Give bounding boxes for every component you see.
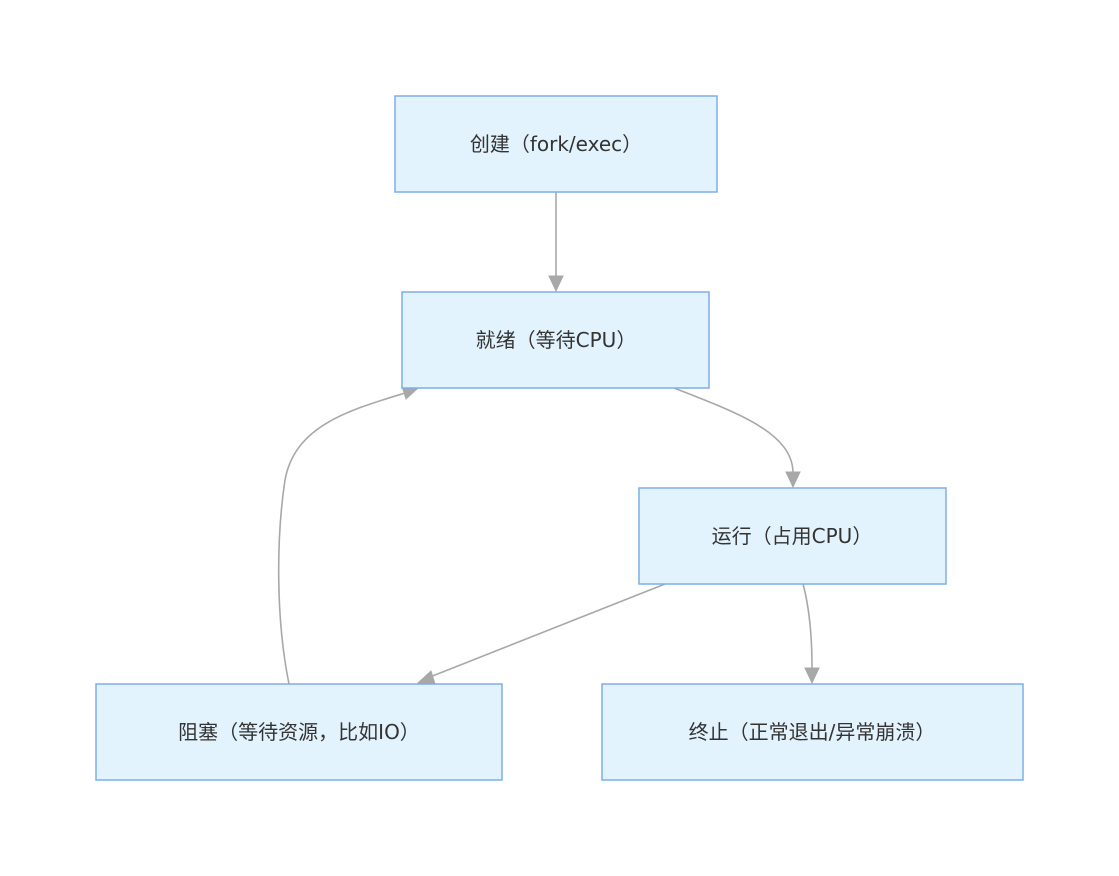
node-blocked-label: 阻塞（等待资源，比如IO） <box>178 720 420 744</box>
edge-running-to-blocked <box>429 583 666 678</box>
arrowhead-running-to-blocked <box>416 670 436 685</box>
node-terminated-box <box>601 683 1024 781</box>
node-terminated-label: 终止（正常退出/异常崩溃） <box>689 720 936 744</box>
node-blocked-box <box>95 683 503 781</box>
node-blocked: 阻塞（等待资源，比如IO） <box>95 683 503 781</box>
edge-blocked-to-ready <box>277 392 406 685</box>
node-create-box <box>394 95 718 193</box>
node-running-label: 运行（占用CPU） <box>712 524 873 548</box>
node-running: 运行（占用CPU） <box>638 487 947 585</box>
node-create: 创建（fork/exec） <box>394 95 718 193</box>
node-running-box <box>638 487 947 585</box>
node-ready-label: 就绪（等待CPU） <box>476 328 637 352</box>
node-ready-box <box>401 291 710 389</box>
edge-running-to-terminated <box>802 583 813 669</box>
node-create-label: 创建（fork/exec） <box>470 132 642 156</box>
edge-ready-to-running <box>673 387 794 473</box>
arrowhead-create-to-ready <box>548 275 564 293</box>
arrowhead-running-to-terminated <box>804 667 820 685</box>
arrowhead-ready-to-running <box>785 471 801 489</box>
node-ready: 就绪（等待CPU） <box>401 291 710 389</box>
node-terminated: 终止（正常退出/异常崩溃） <box>601 683 1024 781</box>
edges <box>277 192 820 685</box>
